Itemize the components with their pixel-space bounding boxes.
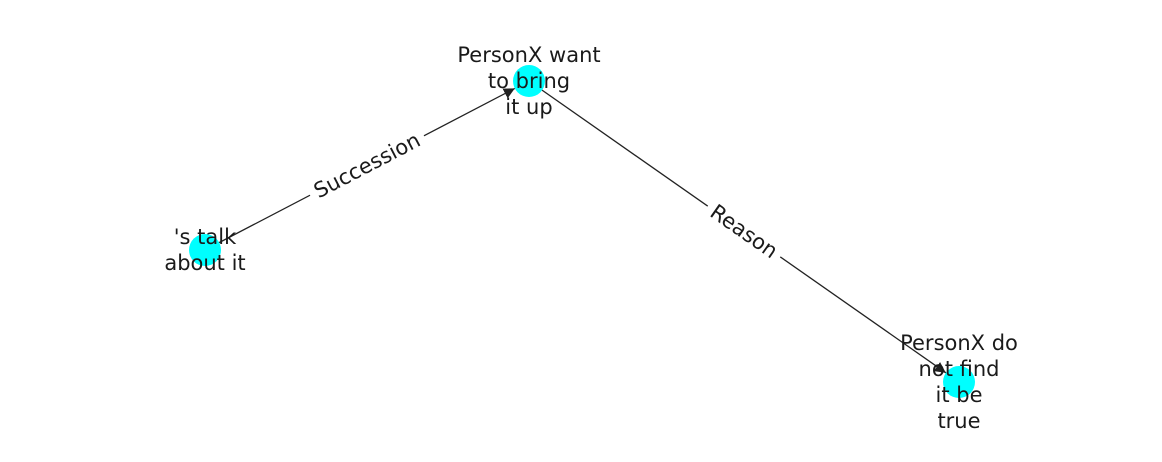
- node-label-line: it be: [936, 383, 983, 407]
- edge-label-background: [303, 123, 431, 208]
- node-label-line: to bring: [488, 69, 570, 93]
- edge-label: Reason: [706, 200, 782, 264]
- edge-label-background: [699, 194, 789, 269]
- node-circle-n2: [513, 65, 545, 97]
- edges-layer: [204, 80, 947, 374]
- node-label-line: true: [937, 409, 980, 433]
- node-circle-n3: [943, 366, 975, 398]
- nodes-layer: [189, 65, 975, 398]
- edge-label-group: Succession: [303, 123, 431, 208]
- edge-label-group: Reason: [699, 194, 789, 269]
- node-label-line: 's talk: [174, 225, 237, 249]
- node-label-line: PersonX want: [457, 43, 600, 67]
- node-label-line: it up: [505, 95, 552, 119]
- node-label-line: PersonX do: [900, 331, 1018, 355]
- node-circle-n1: [189, 234, 221, 266]
- node-label-line: about it: [164, 251, 245, 275]
- node-label-line: not find: [919, 357, 1000, 381]
- edge-label: Succession: [310, 128, 424, 203]
